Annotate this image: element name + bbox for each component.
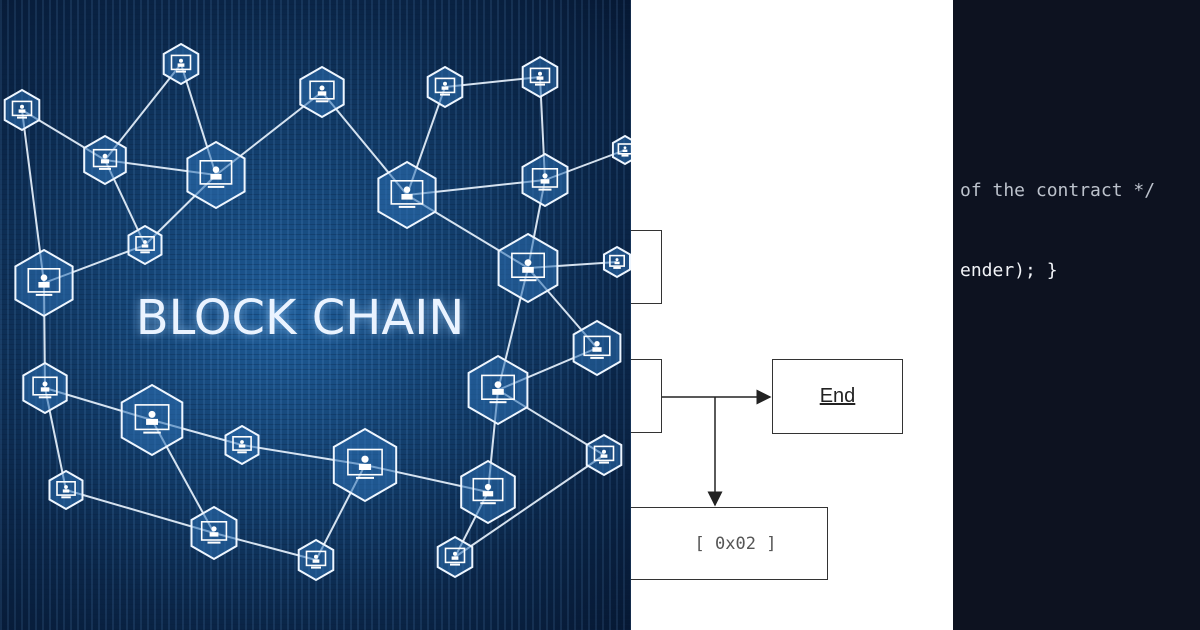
user-device-icon xyxy=(467,354,529,426)
network-link xyxy=(454,454,605,558)
user-device-icon xyxy=(521,152,569,208)
flow-box-middle xyxy=(631,359,662,433)
bottom-box-label: [ 0x02 ] xyxy=(694,533,777,554)
user-device-icon xyxy=(426,65,464,109)
user-device-icon xyxy=(190,505,238,561)
end-label: End xyxy=(819,385,856,407)
blockchain-illustration-panel: BLOCK CHAIN xyxy=(0,0,631,630)
block-chain-title: BLOCK CHAIN xyxy=(135,290,465,346)
flow-connectors xyxy=(662,389,772,507)
user-device-icon xyxy=(521,55,559,99)
blockchain-network-diagram xyxy=(3,42,631,582)
user-device-icon xyxy=(120,383,184,457)
user-device-icon xyxy=(611,134,631,166)
code-editor-panel: of the contract */ ender); } xyxy=(953,0,1200,630)
user-device-icon xyxy=(332,427,398,503)
user-device-icon xyxy=(603,245,631,279)
user-device-icon xyxy=(224,424,260,466)
end-box: End xyxy=(772,359,903,434)
user-device-icon xyxy=(497,232,559,304)
user-device-icon xyxy=(48,469,84,511)
user-device-icon xyxy=(127,224,163,266)
user-device-icon xyxy=(299,65,345,119)
user-device-icon xyxy=(377,160,437,230)
flow-diagram-panel: End [ 0x02 ] xyxy=(631,0,953,630)
user-device-icon xyxy=(162,42,200,86)
user-device-icon xyxy=(83,134,127,186)
code-comment-line: of the contract */ xyxy=(960,180,1156,201)
user-device-icon xyxy=(14,248,74,318)
code-statement-line: ender); } xyxy=(960,260,1058,281)
user-device-icon xyxy=(460,459,516,525)
user-device-icon xyxy=(22,361,68,415)
bottom-box: [ 0x02 ] xyxy=(631,507,828,580)
network-link xyxy=(65,489,215,534)
user-device-icon xyxy=(297,538,335,582)
user-device-icon xyxy=(436,535,474,579)
user-device-icon xyxy=(186,140,246,210)
user-device-icon xyxy=(3,88,41,132)
user-device-icon xyxy=(572,319,622,377)
user-device-icon xyxy=(585,433,623,477)
flow-box-top xyxy=(631,230,662,304)
